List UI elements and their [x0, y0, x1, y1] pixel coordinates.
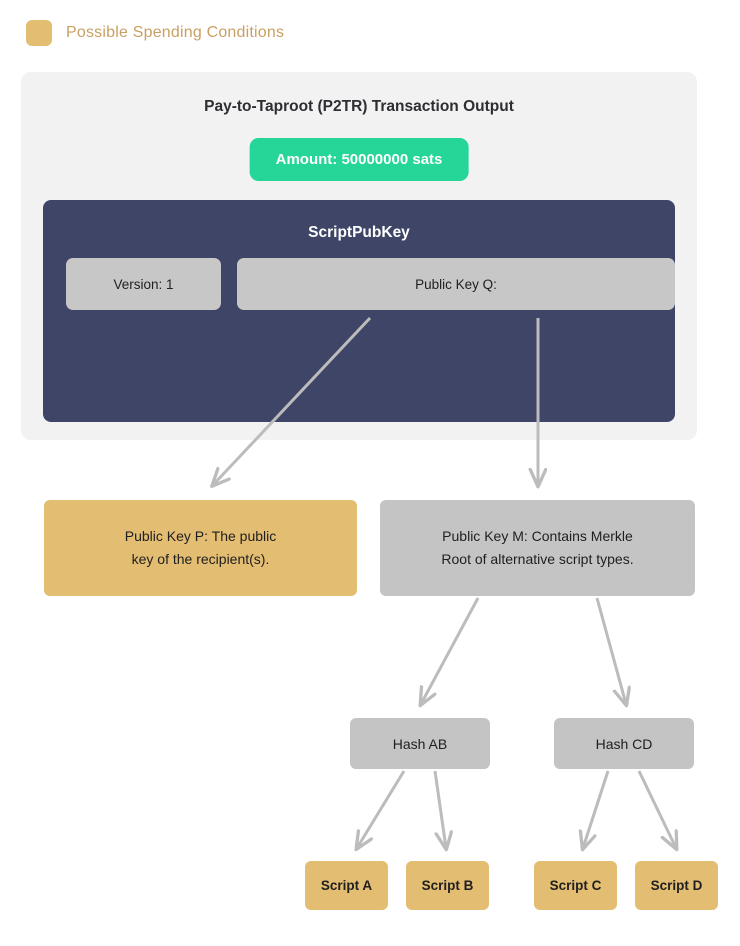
legend: Possible Spending Conditions [26, 20, 284, 46]
field-version: Version: 1 [66, 258, 221, 310]
legend-label: Possible Spending Conditions [66, 24, 285, 41]
node-public-key-p-line1: Public Key P: The public [124, 527, 277, 544]
arrow-hash-cd-to-script-c [583, 770, 610, 848]
arrow-m-to-hash-ab [421, 597, 480, 704]
arrow-m-to-hash-cd [595, 597, 626, 704]
node-public-key-p: Public Key P: The public key of the reci… [44, 500, 357, 596]
node-script-b: Script B [406, 861, 489, 910]
node-script-d: Script D [635, 861, 718, 910]
arrow-hash-ab-to-script-a [357, 770, 406, 848]
arrow-hash-cd-to-script-d [637, 770, 676, 848]
node-hash-ab: Hash AB [350, 718, 490, 769]
legend-swatch-icon [26, 20, 52, 46]
node-public-key-m: Public Key M: Contains Merkle Root of al… [380, 500, 695, 596]
transaction-output-card: Pay-to-Taproot (P2TR) Transaction Output… [21, 72, 697, 440]
amount-badge: Amount: 50000000 sats [249, 138, 469, 181]
node-script-c: Script C [534, 861, 617, 910]
card-title: Pay-to-Taproot (P2TR) Transaction Output [204, 98, 514, 115]
node-public-key-m-line1: Public Key M: Contains Merkle [442, 527, 633, 544]
node-public-key-p-line2: key of the recipient(s). [131, 551, 270, 567]
arrow-hash-ab-to-script-b [433, 770, 446, 848]
node-public-key-m-line2: Root of alternative script types. [441, 551, 634, 567]
node-script-a: Script A [305, 861, 388, 910]
scriptpubkey-panel: ScriptPubKey Version: 1 Public Key Q: [43, 200, 675, 422]
node-hash-cd: Hash CD [554, 718, 694, 769]
scriptpubkey-title: ScriptPubKey [308, 224, 410, 241]
field-public-key-q: Public Key Q: [237, 258, 675, 310]
